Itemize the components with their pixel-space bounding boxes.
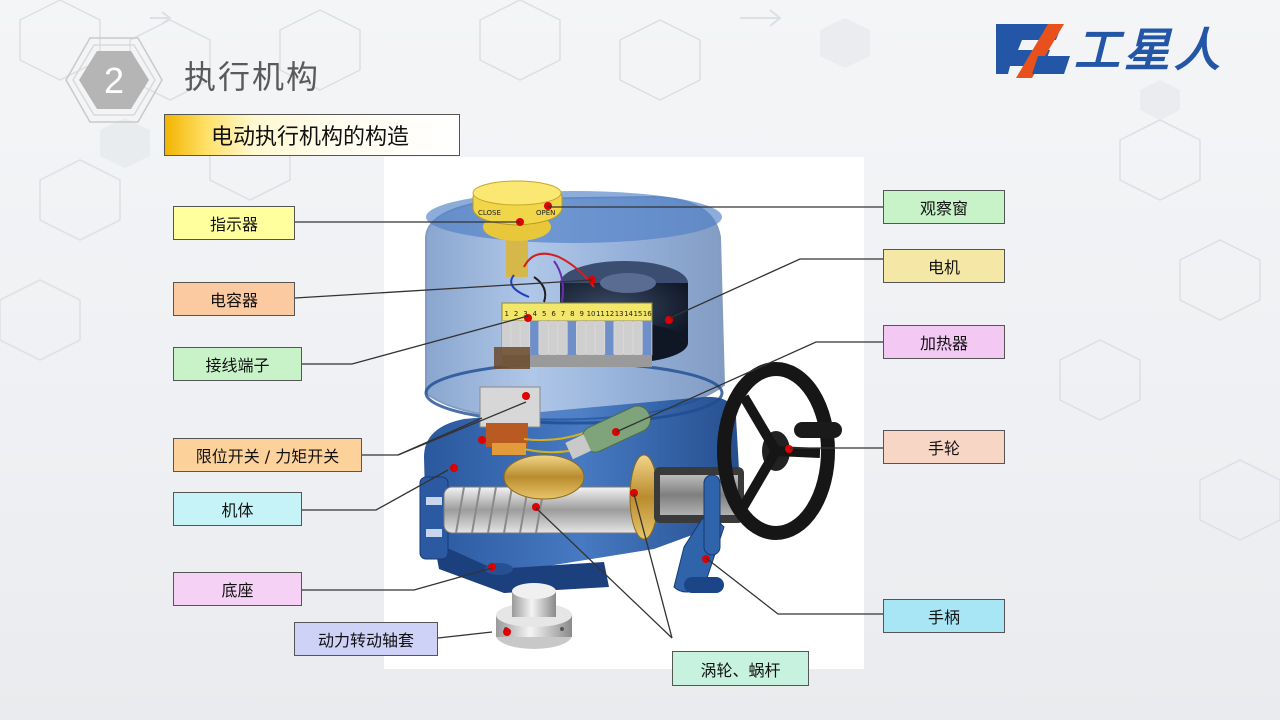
terminal-cell [642,321,651,355]
terminal-number: 2 [514,310,518,318]
terminal-number: 4 [533,310,538,318]
terminal-number: 15 [633,310,642,318]
label-base: 底座 [173,572,302,606]
terminal-cell [539,321,548,355]
terminal-cell [623,321,633,355]
terminal-number: 13 [615,310,624,318]
terminal-number: 6 [551,310,556,318]
label-worm-gear: 涡轮、蜗杆 [672,651,809,686]
terminal-number: 10 [587,310,596,318]
terminal-cell [614,321,623,355]
terminal-cell [633,321,642,355]
label-terminal: 接线端子 [173,347,302,381]
logo-text: 工星人 [1074,23,1224,77]
terminal-number: 1 [504,310,508,318]
indicator-close-text: CLOSE [478,209,501,217]
terminal-cell [605,321,614,355]
terminal-number: 8 [570,310,574,318]
terminal-number: 11 [596,310,605,318]
label-drive-sleeve: 动力转动轴套 [294,622,438,656]
terminal-cell [577,321,586,355]
terminal-number: 3 [523,310,527,318]
terminal-cell [586,321,595,355]
terminal-number: 16 [643,310,652,318]
label-indicator: 指示器 [173,206,295,240]
terminal-number: 14 [624,310,633,318]
label-capacitor: 电容器 [173,282,295,316]
terminal-cell [595,321,605,355]
terminal-number: 5 [542,310,546,318]
terminal-number: 9 [579,310,583,318]
label-body: 机体 [173,492,302,526]
label-limit-switch: 限位开关 / 力矩开关 [173,438,362,472]
label-heater: 加热器 [883,325,1005,359]
label-handwheel: 手轮 [883,430,1005,464]
indicator-open-text: OPEN [536,209,555,217]
terminal-number: 7 [561,310,565,318]
label-handle: 手柄 [883,599,1005,633]
slide-number: 2 [104,60,124,101]
label-motor: 电机 [883,249,1005,283]
terminal-cell [530,321,539,355]
terminal-cell [558,321,567,355]
section-subtitle: 电动执行机构的构造 [164,114,460,156]
terminal-number: 12 [605,310,614,318]
slide-number-badge: 2 [65,37,163,123]
terminal-cell [548,321,558,355]
page-title: 执行机构 [184,58,321,96]
terminal-cell [567,321,576,355]
company-logo [996,24,1070,78]
label-window: 观察窗 [883,190,1005,224]
